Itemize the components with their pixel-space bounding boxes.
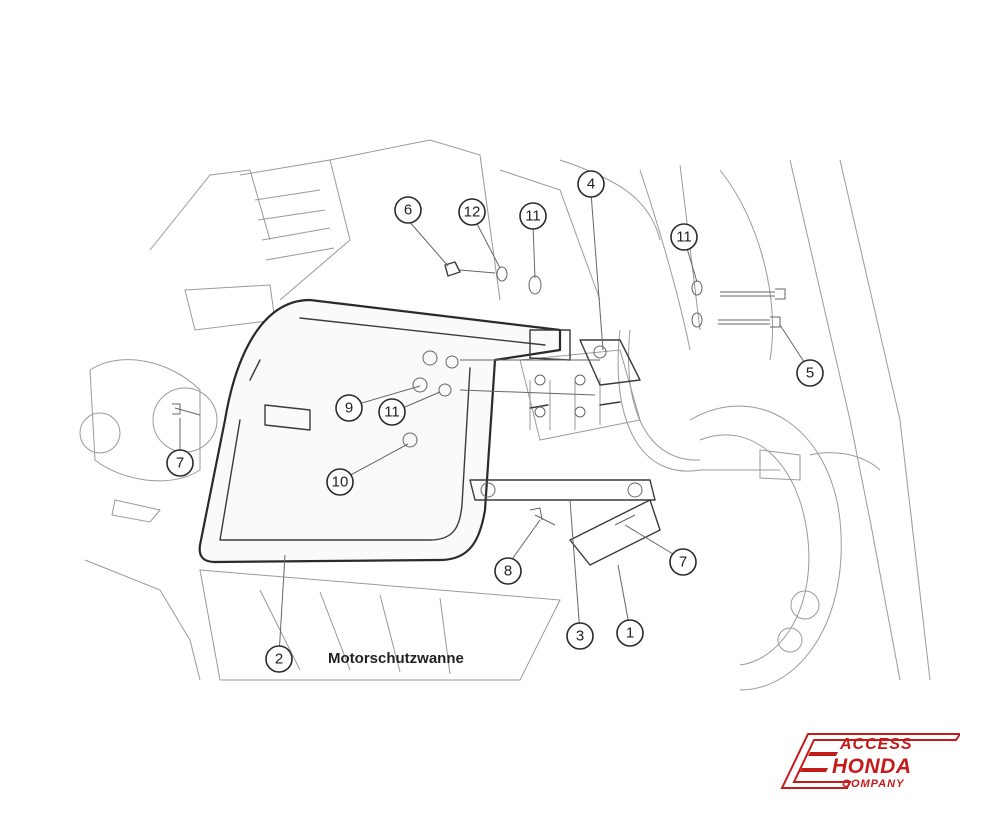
callout-11-mid: 11 xyxy=(378,398,406,426)
callout-2-label: 2 xyxy=(275,651,283,668)
logo-text-honda: HONDA xyxy=(832,755,912,778)
leader-lines xyxy=(179,192,809,656)
callout-8: 8 xyxy=(494,557,522,585)
logo-text-access: ACCESS xyxy=(840,736,913,753)
callout-10-label: 10 xyxy=(332,474,349,491)
callout-11-top: 11 xyxy=(519,202,547,230)
callout-2: 2 xyxy=(265,645,293,673)
guard-bar xyxy=(198,298,571,564)
callout-11-top-label: 11 xyxy=(525,208,541,225)
callout-5-label: 5 xyxy=(806,365,814,382)
callout-8-label: 8 xyxy=(504,563,512,580)
callout-7-right-label: 7 xyxy=(679,554,687,571)
callout-11-right: 11 xyxy=(670,223,698,251)
callout-12-label: 12 xyxy=(464,204,481,221)
background-sketch xyxy=(79,139,931,691)
callout-3-label: 3 xyxy=(576,628,584,645)
logo-mark-icon xyxy=(780,733,960,789)
callout-1-label: 1 xyxy=(626,625,634,642)
fasteners xyxy=(172,261,786,526)
callout-11-right-label: 11 xyxy=(676,229,692,246)
callout-3: 3 xyxy=(566,622,594,650)
callout-7-left: 7 xyxy=(166,449,194,477)
callout-4: 4 xyxy=(577,170,605,198)
callout-9: 9 xyxy=(335,394,363,422)
callout-9-label: 9 xyxy=(345,400,353,417)
callout-10: 10 xyxy=(326,468,354,496)
mounting-plates xyxy=(469,339,661,566)
access-honda-logo: ACCESS HONDA COMPANY xyxy=(780,728,960,798)
callout-7-right: 7 xyxy=(669,548,697,576)
logo-text-company: COMPANY xyxy=(842,778,905,790)
callout-1: 1 xyxy=(616,619,644,647)
callout-12: 12 xyxy=(458,198,486,226)
callout-6-label: 6 xyxy=(404,202,412,219)
callout-4-label: 4 xyxy=(587,176,595,193)
callout-5: 5 xyxy=(796,359,824,387)
callout-7-left-label: 7 xyxy=(176,455,184,472)
caption-motorschutzwanne: Motorschutzwanne xyxy=(328,650,464,667)
callout-11-mid-label: 11 xyxy=(384,404,400,421)
callout-6: 6 xyxy=(394,196,422,224)
